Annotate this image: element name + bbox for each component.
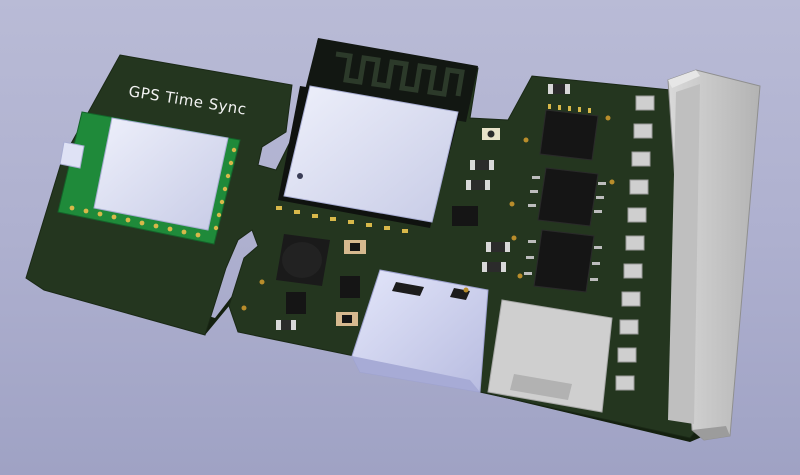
usb-c-connector (351, 269, 489, 393)
antenna-trace (335, 51, 465, 97)
ic-qfn-top (539, 104, 599, 161)
inductor (276, 234, 330, 286)
microsd-socket (487, 299, 613, 413)
ic-soic-2 (524, 229, 602, 293)
gps-module (57, 111, 241, 245)
vias (241, 115, 615, 311)
gps-module-pads (69, 147, 237, 238)
ic-soic-1 (528, 167, 606, 227)
edge-connector (667, 69, 761, 441)
header-pads (615, 95, 655, 391)
esp32-module (276, 38, 478, 233)
passive-components (276, 84, 570, 330)
